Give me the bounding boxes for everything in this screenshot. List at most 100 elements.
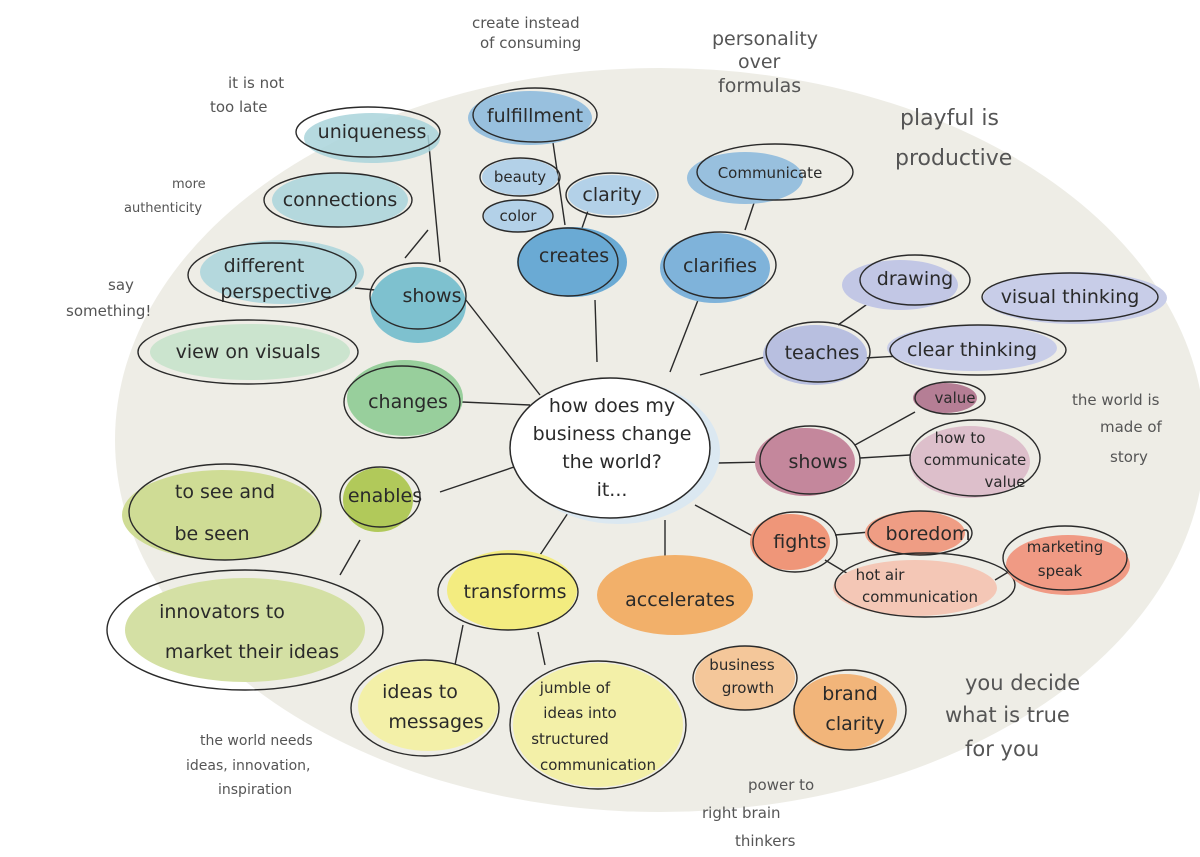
svg-text:you decide: you decide <box>965 671 1080 695</box>
svg-text:innovators to: innovators to <box>159 601 285 623</box>
svg-text:authenticity: authenticity <box>124 201 202 216</box>
svg-text:uniqueness: uniqueness <box>318 121 427 143</box>
svg-text:view on visuals: view on visuals <box>176 341 321 363</box>
node-how-to-communicate: how to communicate value <box>909 419 1041 498</box>
svg-text:value: value <box>935 389 976 407</box>
svg-text:jumble of: jumble of <box>539 679 611 697</box>
svg-text:inspiration: inspiration <box>218 782 292 798</box>
svg-text:beauty: beauty <box>494 168 546 186</box>
svg-text:of consuming: of consuming <box>480 34 581 52</box>
svg-text:thinkers: thinkers <box>735 832 796 850</box>
node-enables: enables <box>339 466 422 532</box>
svg-text:teaches: teaches <box>785 342 860 364</box>
svg-text:what is true: what is true <box>945 703 1070 727</box>
svg-text:the world is: the world is <box>1072 391 1160 409</box>
svg-text:more: more <box>172 177 206 192</box>
svg-text:enables: enables <box>348 485 422 507</box>
node-value: value <box>913 381 986 415</box>
svg-text:messages: messages <box>388 711 483 733</box>
center-line-2: business change <box>533 423 692 445</box>
svg-text:growth: growth <box>722 679 774 697</box>
svg-text:transforms: transforms <box>463 581 566 603</box>
svg-text:fulfillment: fulfillment <box>487 105 583 127</box>
side-note-power-right-brain: power to right brain thinkers <box>702 776 814 850</box>
svg-text:clear thinking: clear thinking <box>907 339 1037 361</box>
svg-text:color: color <box>500 207 538 225</box>
node-fulfillment: fulfillment <box>468 87 598 145</box>
node-clarity-top: clarity <box>565 172 659 218</box>
node-jumble: jumble of ideas into structured communic… <box>509 660 687 790</box>
svg-text:accelerates: accelerates <box>625 589 735 611</box>
node-innovators: innovators to market their ideas <box>106 569 384 691</box>
node-teaches: teaches <box>763 321 871 385</box>
svg-text:connections: connections <box>283 189 398 211</box>
side-note-you-decide: you decide what is true for you <box>945 671 1080 761</box>
node-creates: creates <box>517 227 627 297</box>
svg-text:shows: shows <box>402 285 461 307</box>
svg-text:something!: something! <box>66 302 151 320</box>
svg-text:creates: creates <box>539 245 609 267</box>
svg-text:market their ideas: market their ideas <box>165 641 339 663</box>
svg-text:playful is: playful is <box>900 106 999 131</box>
svg-text:right brain: right brain <box>702 804 781 822</box>
svg-text:value: value <box>985 473 1026 491</box>
node-view-on-visuals: view on visuals <box>137 319 359 385</box>
side-note-playful: playful is productive <box>895 106 1012 171</box>
central-question: how does my business change the world? i… <box>509 377 720 524</box>
center-line-3: the world? <box>562 451 662 473</box>
node-color: color <box>482 199 554 233</box>
node-uniqueness: uniqueness <box>295 106 441 163</box>
node-visual-thinking: visual thinking <box>981 272 1167 324</box>
node-brand-clarity: brand clarity <box>793 669 907 751</box>
svg-text:story: story <box>1110 448 1148 466</box>
node-hot-air: hot air communication <box>833 552 1016 618</box>
svg-text:too late: too late <box>210 98 267 116</box>
svg-text:changes: changes <box>368 391 448 413</box>
node-connections: connections <box>263 172 413 228</box>
node-different-perspective: different perspective <box>187 240 364 308</box>
svg-text:to see and: to see and <box>175 481 275 503</box>
svg-text:visual thinking: visual thinking <box>1001 286 1140 308</box>
svg-text:drawing: drawing <box>877 268 953 290</box>
node-changes: changes <box>343 360 463 439</box>
side-note-world-story: the world is made of story <box>1072 391 1162 466</box>
svg-text:hot air: hot air <box>856 566 906 584</box>
side-note-world-needs: the world needs ideas, innovation, inspi… <box>186 733 313 798</box>
svg-text:clarity: clarity <box>825 713 884 735</box>
svg-text:clarifies: clarifies <box>683 255 757 277</box>
svg-text:it is not: it is not <box>228 74 284 92</box>
node-marketing-speak: marketing speak <box>1002 525 1130 595</box>
node-accelerates: accelerates <box>597 555 753 635</box>
svg-text:over: over <box>738 51 781 73</box>
svg-text:productive: productive <box>895 146 1012 171</box>
side-note-create-instead: create instead of consuming <box>472 14 581 52</box>
svg-text:communicate: communicate <box>924 451 1026 469</box>
svg-text:structured: structured <box>531 730 609 748</box>
svg-text:power to: power to <box>748 776 814 794</box>
svg-text:create instead: create instead <box>472 14 580 32</box>
node-ideas-to-messages: ideas to messages <box>350 659 500 757</box>
node-to-see-and-be-seen: to see and be seen <box>122 463 322 561</box>
svg-text:shows: shows <box>788 451 847 473</box>
svg-text:brand: brand <box>822 683 878 705</box>
svg-text:fights: fights <box>773 531 826 553</box>
svg-text:speak: speak <box>1038 562 1083 580</box>
svg-text:ideas to: ideas to <box>382 681 458 703</box>
svg-text:marketing: marketing <box>1027 538 1103 556</box>
side-note-say-something: say something! <box>66 276 151 320</box>
svg-text:be seen: be seen <box>174 523 249 545</box>
svg-text:communication: communication <box>862 588 978 606</box>
svg-text:business: business <box>709 656 775 674</box>
svg-text:different: different <box>224 255 305 277</box>
side-note-more-authenticity: more authenticity <box>124 177 206 216</box>
svg-text:clarity: clarity <box>582 184 641 206</box>
svg-text:say: say <box>108 276 134 294</box>
node-shows-right: shows <box>755 425 861 496</box>
svg-text:made of: made of <box>1100 418 1162 436</box>
svg-text:how to: how to <box>935 429 986 447</box>
node-boredom: boredom <box>865 510 973 556</box>
node-business-growth: business growth <box>692 645 798 711</box>
side-note-personality: personality over formulas <box>712 28 818 97</box>
svg-text:formulas: formulas <box>718 75 801 97</box>
svg-text:personality: personality <box>712 28 818 50</box>
